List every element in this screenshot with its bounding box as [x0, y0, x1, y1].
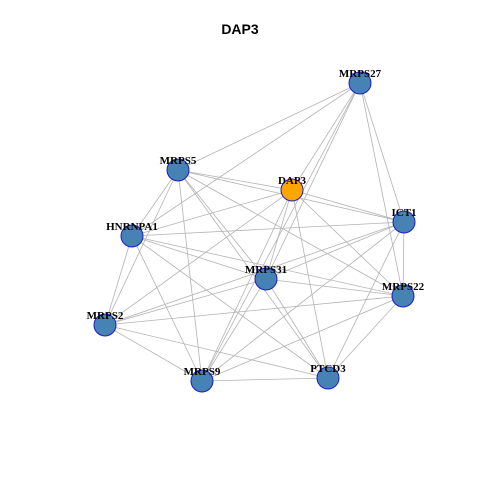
node-label: MRPS9 [184, 366, 221, 378]
edge-mrps5-hnrnpa1 [131, 169, 179, 237]
edge-mrps27-ict1 [359, 82, 405, 223]
edge-mrps27-hnrnpa1 [131, 82, 361, 237]
edge-hnrnpa1-mrps2 [104, 235, 133, 326]
edge-dap3-ptcd3 [291, 189, 329, 379]
edges-layer [104, 82, 405, 382]
edge-hnrnpa1-ptcd3 [131, 235, 329, 379]
edge-mrps31-mrps22 [265, 278, 404, 297]
edge-dap3-mrps9 [201, 189, 293, 382]
edge-dap3-ict1 [291, 189, 405, 223]
edge-mrps27-dap3 [291, 82, 361, 191]
edge-dap3-hnrnpa1 [131, 189, 293, 237]
edge-mrps31-mrps9 [201, 278, 267, 382]
edge-mrps27-mrps5 [177, 82, 361, 171]
node-mrps27: MRPS27 [339, 68, 382, 95]
node-mrps22: MRPS22 [382, 281, 425, 308]
node-circle [348, 71, 372, 95]
edge-mrps9-ptcd3 [201, 377, 329, 382]
node-circle [190, 369, 214, 393]
node-label: PTCD3 [310, 363, 346, 375]
node-label: MRPS2 [87, 310, 124, 322]
node-circle [254, 267, 278, 291]
graph-title: DAP3 [221, 21, 259, 37]
edge-hnrnpa1-mrps9 [131, 235, 203, 382]
edge-mrps5-mrps2 [104, 169, 179, 326]
edge-ict1-mrps22 [402, 221, 405, 297]
node-dap3: DAP3 [278, 175, 307, 202]
edge-ict1-hnrnpa1 [131, 221, 405, 237]
node-circle [316, 366, 340, 390]
edge-mrps2-mrps9 [104, 324, 203, 382]
nodes-layer: MRPS27MRPS5DAP3ICT1HNRNPA1MRPS31MRPS22MR… [87, 68, 425, 393]
node-label: DAP3 [278, 175, 307, 187]
edge-mrps2-ptcd3 [104, 324, 329, 379]
edge-hnrnpa1-mrps22 [131, 235, 404, 297]
edge-mrps5-mrps9 [177, 169, 203, 382]
edge-mrps27-mrps22 [359, 82, 404, 297]
edge-mrps22-mrps2 [104, 295, 404, 326]
edge-mrps31-ptcd3 [265, 278, 329, 379]
node-circle [280, 178, 304, 202]
edge-mrps31-mrps2 [104, 278, 267, 326]
node-circle [391, 284, 415, 308]
edge-ict1-mrps2 [104, 221, 405, 326]
node-label: MRPS22 [382, 281, 425, 293]
node-mrps5: MRPS5 [160, 155, 197, 182]
node-ptcd3: PTCD3 [310, 363, 346, 390]
edge-mrps22-ptcd3 [327, 295, 404, 379]
edge-mrps22-mrps9 [201, 295, 404, 382]
edge-mrps27-mrps31 [265, 82, 361, 280]
edge-mrps5-dap3 [177, 169, 293, 191]
edge-mrps5-mrps31 [177, 169, 267, 280]
edge-dap3-mrps22 [291, 189, 404, 297]
node-hnrnpa1: HNRNPA1 [106, 221, 158, 248]
edge-ict1-mrps9 [201, 221, 405, 382]
node-ict1: ICT1 [391, 207, 417, 234]
edge-ict1-mrps31 [265, 221, 405, 280]
node-mrps31: MRPS31 [245, 264, 287, 291]
edge-hnrnpa1-mrps31 [131, 235, 267, 280]
node-mrps2: MRPS2 [87, 310, 124, 337]
node-circle [166, 158, 190, 182]
node-label: HNRNPA1 [106, 221, 158, 233]
node-circle [120, 224, 144, 248]
node-mrps9: MRPS9 [184, 366, 221, 393]
edge-mrps27-mrps9 [201, 82, 361, 382]
edge-dap3-mrps31 [265, 189, 293, 280]
node-circle [93, 313, 117, 337]
node-label: MRPS31 [245, 264, 287, 276]
node-label: MRPS27 [339, 68, 382, 80]
node-label: MRPS5 [160, 155, 197, 167]
edge-mrps5-mrps22 [177, 169, 404, 297]
node-circle [392, 210, 416, 234]
node-label: ICT1 [391, 207, 416, 219]
